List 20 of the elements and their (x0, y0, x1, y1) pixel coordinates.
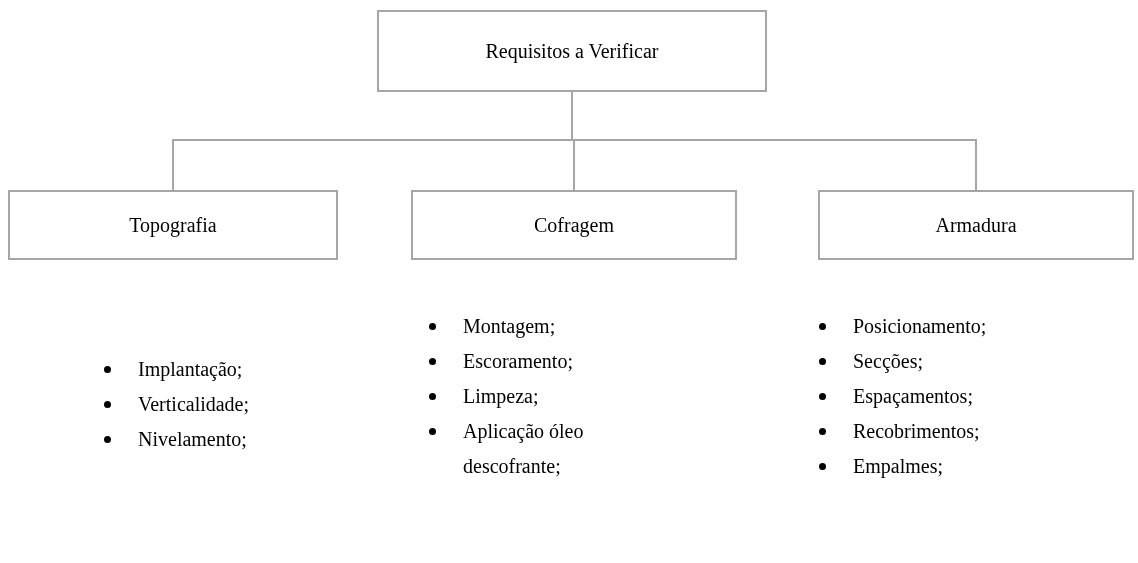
text-box (377, 10, 767, 92)
node-label: Armadura (935, 213, 1017, 237)
list-item: Escoramento; (463, 349, 574, 374)
list-item: Posicionamento; (853, 314, 988, 339)
node-label: Topografia (129, 213, 217, 237)
list-item: Secções; (853, 349, 924, 375)
list-item: Verticalidade; (138, 392, 251, 417)
list-item: Empalmes; (853, 454, 944, 480)
node-label: Requisitos a Verificar (485, 39, 659, 63)
list-item: Recobrimentos; (853, 419, 981, 444)
text-box (8, 190, 338, 260)
list-item: Montagem; (463, 314, 557, 340)
list-item: Limpeza; (463, 384, 540, 410)
text-box (411, 190, 737, 260)
list-item: Espaçamentos; (853, 384, 974, 410)
list-item: Implantação; (138, 357, 244, 383)
list-item: Nivelamento; (138, 427, 248, 452)
list-item: Aplicação óleo descofrante; (463, 419, 585, 479)
text-box (818, 190, 1134, 260)
node-label: Cofragem (534, 213, 614, 237)
